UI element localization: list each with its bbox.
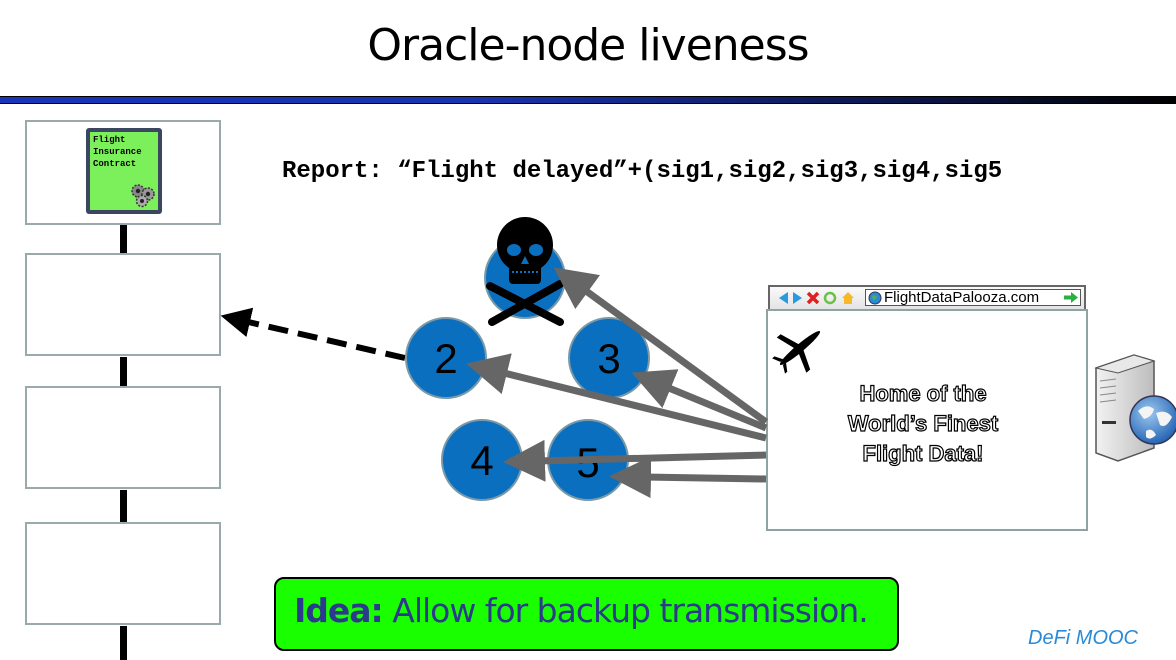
block (25, 522, 221, 625)
title-rule (0, 96, 1176, 104)
skull-crossbones-icon (486, 217, 564, 326)
chain-link (120, 626, 127, 660)
report-text: Report: “Flight delayed”+(sig1,sig2,sig3… (282, 158, 1003, 185)
oracle-node-2: 2 (405, 317, 487, 399)
idea-body: Allow for backup transmission. (382, 591, 869, 630)
url-text: FlightDataPalooza.com (884, 289, 1040, 306)
block (25, 386, 221, 489)
site-tagline: Home of the World’s Finest Flight Data! (847, 380, 999, 466)
browser-toolbar: FlightDataPalooza.com (768, 285, 1086, 309)
refresh-icon (823, 291, 837, 305)
url-bar[interactable]: FlightDataPalooza.com (865, 289, 1081, 306)
forward-icon (793, 292, 802, 304)
chain-link (120, 224, 127, 256)
chain-link (120, 490, 127, 524)
airplane-icon (772, 331, 821, 374)
slide-title: Oracle-node liveness (367, 20, 809, 71)
stop-icon (806, 291, 820, 305)
idea-label: Idea: (294, 591, 384, 630)
server-icon (1094, 354, 1176, 462)
data-arrow-node-1 (553, 267, 769, 425)
data-arrow-node-4 (503, 439, 767, 482)
oracle-node-1 (484, 217, 566, 326)
data-arrow-node-3 (631, 369, 768, 432)
node-label: 3 (597, 335, 620, 382)
course-footer: DeFi MOOC (1028, 627, 1138, 649)
node-label: 4 (470, 437, 493, 484)
block (25, 253, 221, 356)
idea-text: Idea: Allow for backup transmission. (294, 591, 869, 630)
node-label: 2 (434, 335, 457, 382)
home-icon (842, 292, 854, 304)
transmission-arrow (220, 307, 406, 361)
go-icon[interactable] (1063, 291, 1079, 304)
back-icon (779, 292, 788, 304)
contract-card: Flight Insurance Contract (86, 128, 162, 214)
oracle-node-4: 4 (441, 419, 523, 501)
contract-label: Flight Insurance Contract (93, 135, 142, 169)
data-arrow-node-5 (609, 456, 767, 499)
globe-icon (868, 291, 882, 305)
idea-callout: Idea: Allow for backup transmission. (274, 577, 899, 651)
chain-link (120, 357, 127, 387)
gears-icon (131, 184, 155, 208)
oracle-node-3: 3 (568, 317, 650, 399)
browser-window: Home of the World’s Finest Flight Data! (766, 309, 1088, 531)
